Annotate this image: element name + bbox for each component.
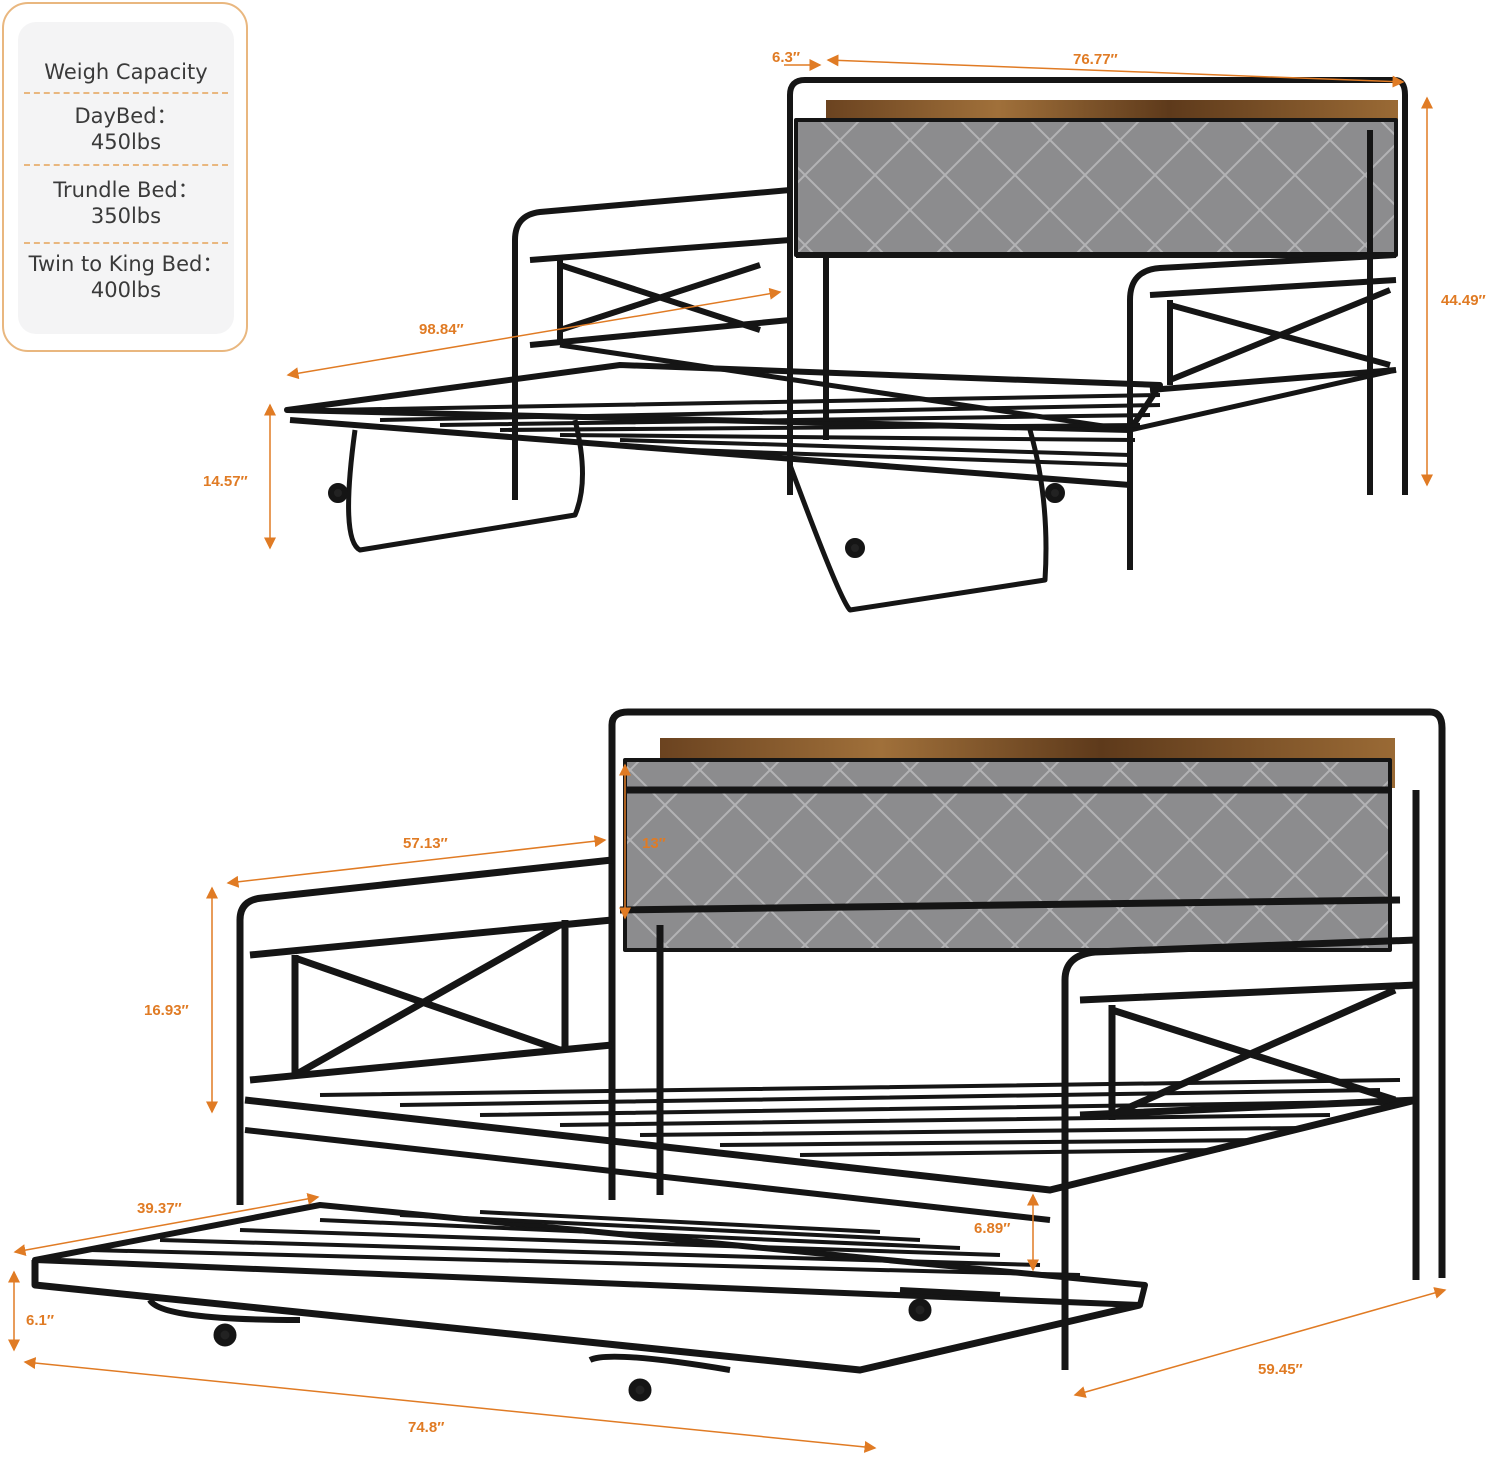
dim-trundle-height: 6.1″ (26, 1312, 54, 1329)
dim-trundle-width: 39.37″ (137, 1200, 182, 1217)
right-armrest (1127, 252, 1397, 570)
pop-up-trundle-platform (284, 362, 1163, 433)
caster-wheel (328, 483, 348, 503)
dim-length: 76.77″ (1073, 51, 1118, 68)
king-value: 400lbs (90, 278, 162, 302)
dim-arm-width: 57.13″ (403, 835, 448, 852)
dim-trundle-length: 74.8″ (408, 1419, 444, 1436)
left-armrest (236, 856, 613, 1205)
daybed-label: DayBed： (74, 104, 178, 128)
trundle-handle (147, 1287, 1001, 1373)
weight-capacity-card: Weigh Capacity DayBed： 450lbs Trundle Be… (18, 22, 234, 334)
divider (24, 164, 228, 166)
dim-extended-width: 98.84″ (419, 321, 464, 338)
trundle-value: 350lbs (90, 204, 162, 228)
dim-depth: 59.45″ (1258, 1361, 1303, 1378)
divider (24, 242, 228, 244)
capacity-title: Weigh Capacity (44, 60, 208, 84)
wood-shelf (826, 100, 1398, 122)
headboard-frame (608, 708, 1446, 1278)
daybed-value: 450lbs (90, 130, 162, 154)
caster-wheel (213, 1323, 237, 1347)
dim-armrest-depth: 6.3″ (772, 49, 800, 66)
caster-wheel (1045, 483, 1065, 503)
left-armrest (512, 187, 791, 500)
upholstered-headboard (794, 118, 1398, 257)
dim-height: 44.49″ (1441, 292, 1486, 309)
trundle-label: Trundle Bed： (53, 178, 199, 202)
caster-wheel (908, 1298, 932, 1322)
dim-pop-up-height: 14.57″ (203, 473, 248, 490)
caster-wheel (628, 1378, 652, 1402)
daybed-pop-up-illustration (284, 77, 1408, 613)
right-armrest (1061, 936, 1417, 1370)
folding-leg (346, 419, 585, 553)
folding-leg (787, 429, 1049, 613)
dim-arm-height: 16.93″ (144, 1002, 189, 1019)
divider (24, 92, 228, 94)
bottom-dimension-lines (8, 763, 1447, 1453)
dim-headboard-height: 13″ (642, 835, 666, 852)
caster-wheel (845, 538, 865, 558)
weight-capacity-panel: Weigh Capacity DayBed： 450lbs Trundle Be… (2, 2, 248, 352)
king-label: Twin to King Bed： (28, 252, 224, 276)
top-dimension-lines (264, 54, 1433, 550)
dim-clearance: 6.89″ (974, 1220, 1010, 1237)
daybed-trundle-illustration (31, 708, 1446, 1402)
